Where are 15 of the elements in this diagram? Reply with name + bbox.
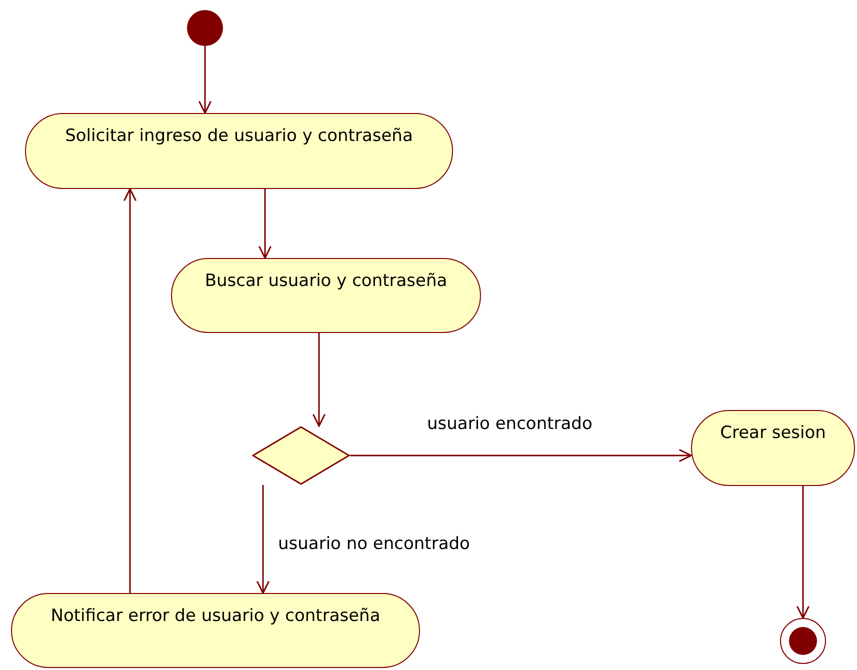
arrow xyxy=(256,485,270,594)
activity-label: Crear sesion xyxy=(720,423,826,443)
start-node xyxy=(187,10,223,46)
end-node xyxy=(780,618,826,664)
activity-label: Buscar usuario y contraseña xyxy=(204,271,448,291)
arrow xyxy=(312,333,326,427)
arrow xyxy=(350,448,692,462)
activity-label: Notificar error de usuario y contraseña xyxy=(50,606,380,626)
arrow xyxy=(123,188,137,593)
arrow xyxy=(258,189,272,259)
edge-label: usuario encontrado xyxy=(427,414,592,434)
activity-label: Solicitar ingreso de usuario y contraseña xyxy=(65,126,413,146)
edge-label: usuario no encontrado xyxy=(278,534,470,554)
arrow xyxy=(198,46,212,114)
arrow xyxy=(796,486,810,619)
